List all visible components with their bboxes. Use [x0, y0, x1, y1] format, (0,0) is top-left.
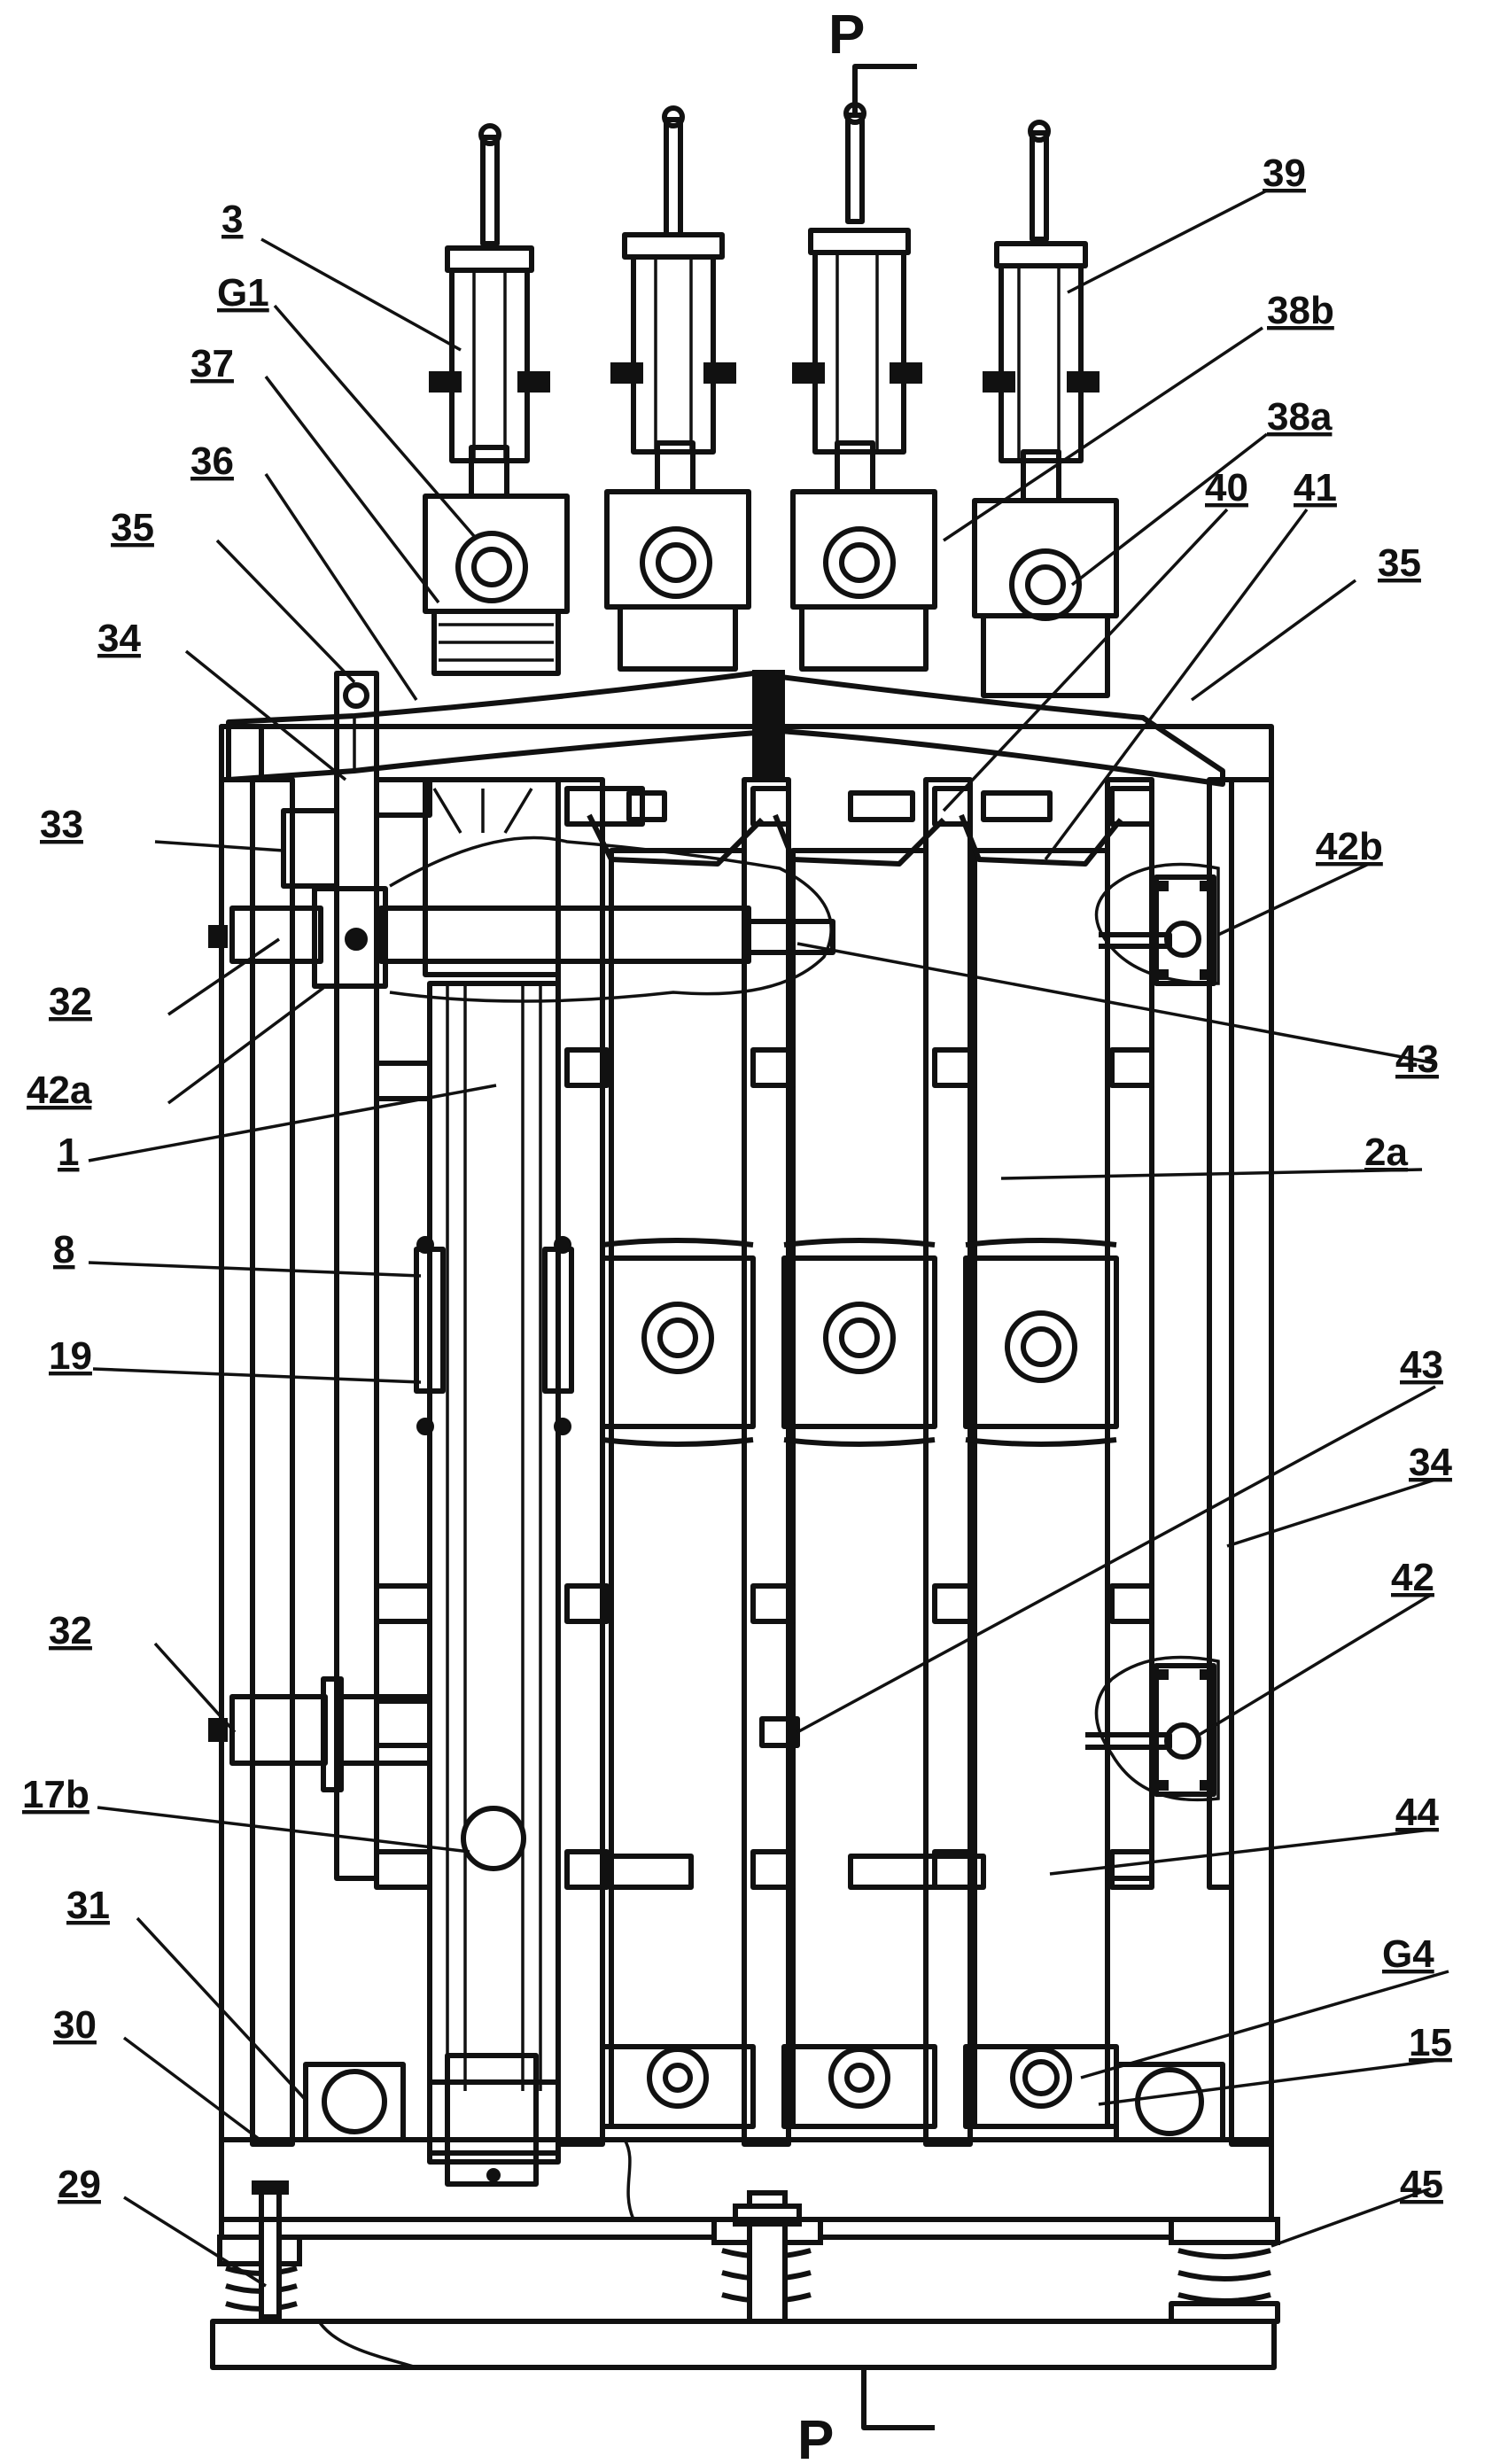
label-43-upper: 43: [1395, 1038, 1439, 1081]
label-41: 41: [1294, 466, 1337, 509]
label-19: 19: [49, 1334, 92, 1378]
column-2: [556, 777, 765, 2147]
column-4: [848, 777, 1154, 2147]
label-34-right: 34: [1409, 1441, 1452, 1484]
part-labels: 3 G1 37 36 35 34 33 32 42a 1 8 19 32 17b…: [22, 152, 1452, 2206]
label-38a: 38a: [1267, 395, 1333, 439]
label-31: 31: [66, 1884, 110, 1927]
label-8: 8: [53, 1228, 74, 1271]
leader-lines: [88, 189, 1449, 2288]
label-40: 40: [1205, 466, 1248, 509]
cylinder-1: [423, 123, 570, 676]
cylinder-4: [972, 120, 1119, 698]
label-33: 33: [40, 803, 83, 846]
right-mechanisms: [1085, 862, 1220, 1802]
label-29: 29: [58, 2163, 101, 2206]
label-44: 44: [1395, 1791, 1439, 1834]
label-30: 30: [53, 2003, 97, 2047]
label-42a: 42a: [27, 1069, 92, 1112]
label-38b: 38b: [1267, 289, 1334, 332]
section-label-bottom: P: [797, 2410, 834, 2464]
label-34-left: 34: [97, 617, 141, 660]
label-2a: 2a: [1364, 1131, 1408, 1174]
label-32-upper: 32: [49, 980, 92, 1023]
cylinder-2: [604, 105, 751, 672]
base-frame: [210, 2180, 1280, 2370]
label-3: 3: [221, 198, 243, 241]
label-35-left: 35: [111, 506, 154, 549]
label-1: 1: [58, 1131, 79, 1174]
label-36: 36: [190, 439, 234, 483]
label-17b: 17b: [22, 1773, 89, 1816]
label-42b: 42b: [1316, 825, 1383, 868]
label-42: 42: [1391, 1556, 1434, 1599]
section-mark-bottom: [861, 2367, 935, 2430]
label-35-right: 35: [1378, 541, 1421, 585]
cylinder-3: [790, 102, 937, 672]
label-32-lower: 32: [49, 1609, 92, 1652]
upper-rod: [208, 836, 835, 1003]
label-37: 37: [190, 342, 234, 385]
label-43-lower: 43: [1400, 1343, 1443, 1387]
label-G4: G4: [1382, 1932, 1434, 1976]
section-label-top: P: [828, 4, 865, 66]
label-G1: G1: [217, 271, 269, 315]
label-45: 45: [1400, 2163, 1443, 2206]
label-15: 15: [1409, 2021, 1452, 2064]
top-beam: [226, 670, 1225, 787]
section-mark-top: [852, 64, 917, 115]
left-lever: [281, 671, 432, 1890]
column-1: [414, 777, 574, 2187]
label-39: 39: [1263, 152, 1306, 195]
lower-actuator: [208, 1676, 432, 1792]
